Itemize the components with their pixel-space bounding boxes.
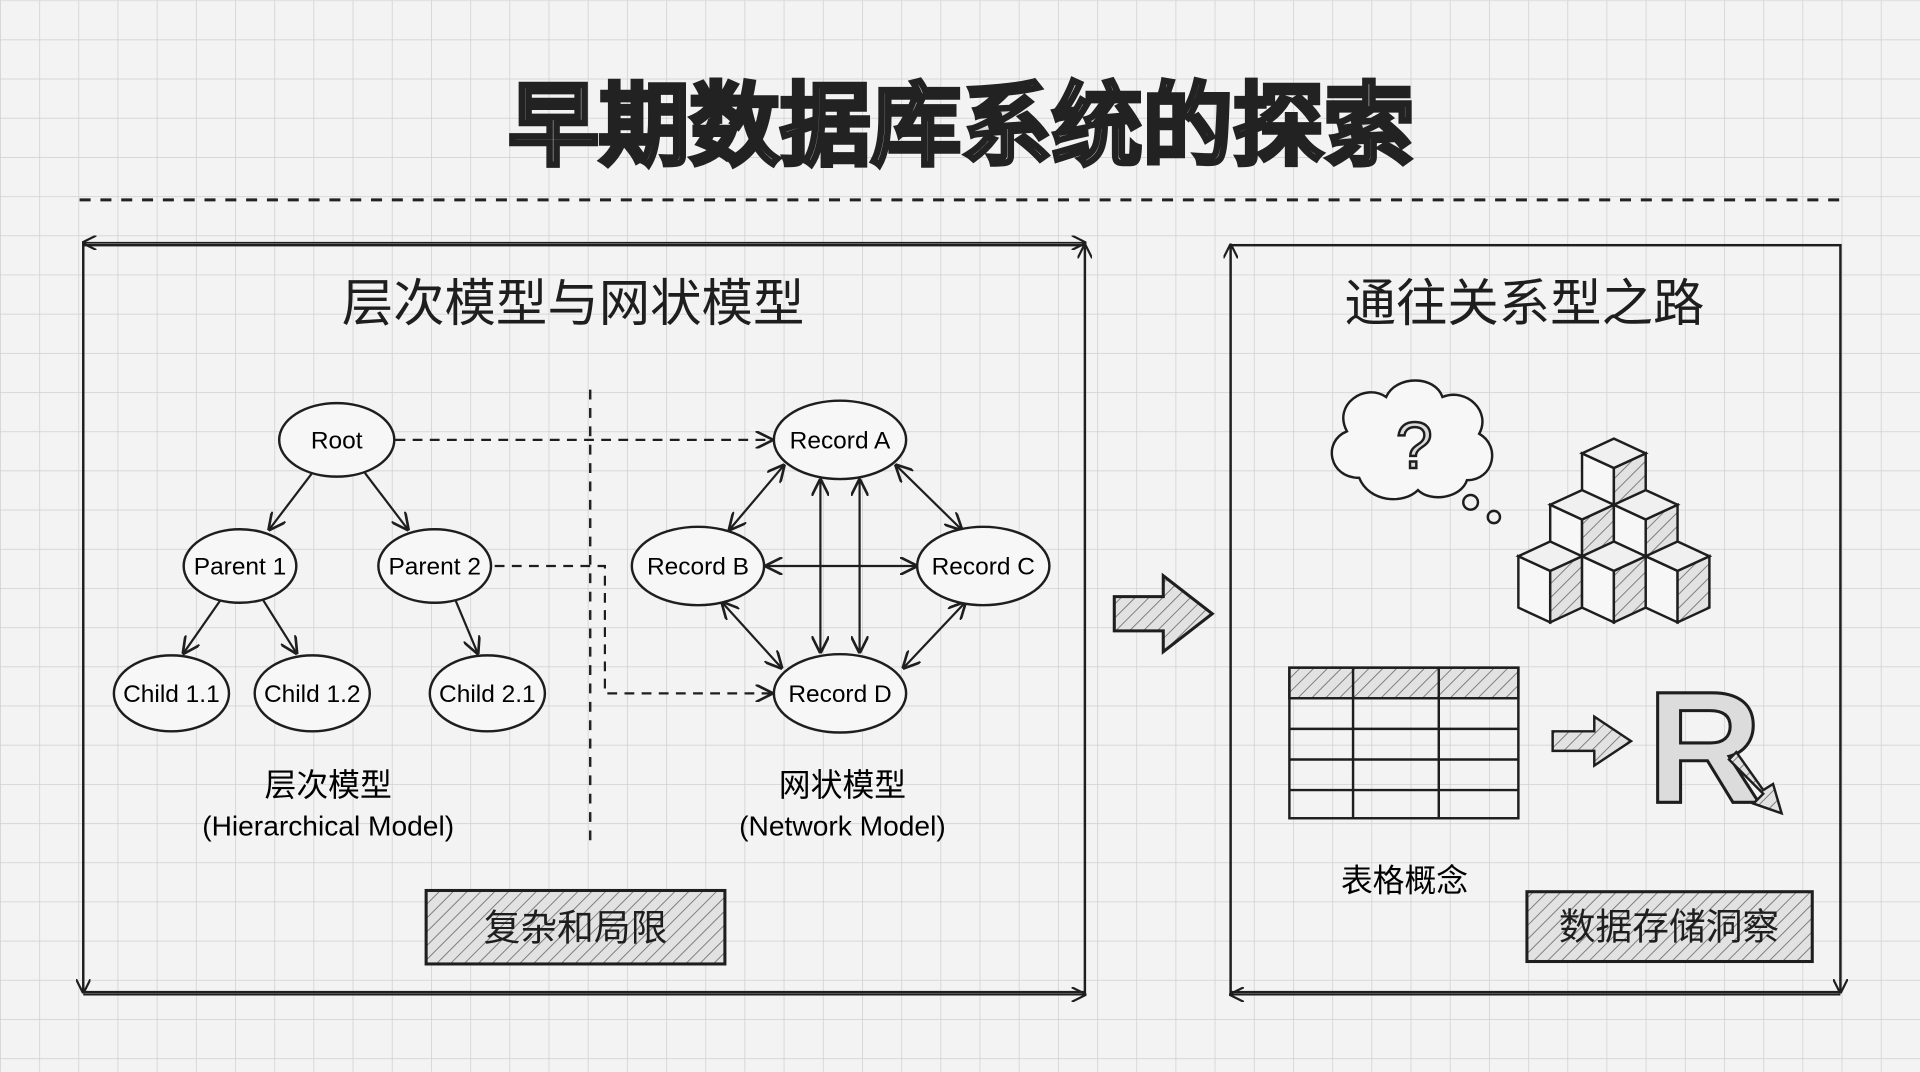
svg-text:Record D: Record D — [788, 681, 891, 708]
svg-text:复杂和局限: 复杂和局限 — [484, 907, 668, 950]
table-concept-label: 表格概念 — [1341, 862, 1468, 900]
cube-icon — [1515, 540, 1585, 625]
network-label-cn: 网状模型 — [779, 766, 906, 804]
svg-text:?: ? — [1396, 409, 1433, 483]
node-record-c: Record C — [915, 525, 1051, 607]
node-record-d: Record D — [772, 652, 908, 734]
complexity-badge: 复杂和局限 — [424, 888, 727, 966]
relational-r-icon: R — [1645, 657, 1784, 838]
left-panel-heading: 层次模型与网状模型 — [342, 274, 805, 334]
edge-root-parent1 — [269, 472, 314, 529]
edge-parent1-child11 — [184, 599, 222, 653]
hierarchical-label-cn: 层次模型 — [264, 766, 391, 804]
node-record-a: Record A — [772, 399, 908, 481]
node-record-b: Record B — [630, 525, 766, 607]
node-parent-2: Parent 2 — [377, 528, 493, 604]
cube-pyramid-icon — [1515, 437, 1713, 625]
cube-icon — [1642, 540, 1713, 625]
svg-text:数据存储洞察: 数据存储洞察 — [1559, 905, 1779, 948]
svg-text:Root: Root — [311, 427, 363, 454]
table-concept-icon — [1288, 666, 1520, 820]
node-root: Root — [277, 401, 396, 478]
network-label-en: (Network Model) — [739, 810, 946, 841]
edge-c-d — [904, 603, 965, 668]
edge-a-b — [730, 466, 784, 530]
svg-text:Record C: Record C — [932, 554, 1035, 581]
edge-a-c — [896, 466, 961, 530]
left-panel: 层次模型与网状模型 Root Parent 1 Parent 2 — [83, 243, 1085, 995]
svg-text:Parent 2: Parent 2 — [388, 554, 480, 581]
to-relational-arrow-icon — [1551, 714, 1634, 768]
svg-text:Record A: Record A — [790, 427, 891, 454]
svg-text:Record B: Record B — [647, 554, 749, 581]
edge-parent1-child12 — [262, 599, 296, 653]
edge-parent2-child21 — [454, 599, 478, 653]
svg-text:Child 1.1: Child 1.1 — [123, 681, 220, 708]
edge-root-parent2 — [364, 472, 408, 529]
svg-text:Child 1.2: Child 1.2 — [264, 681, 361, 708]
link-parent2-recordd — [494, 564, 772, 693]
edge-b-d — [722, 603, 781, 668]
thought-cloud-icon: ? — [1330, 379, 1502, 525]
node-child-2-1: Child 2.1 — [428, 654, 547, 733]
svg-text:Parent 1: Parent 1 — [194, 554, 287, 581]
transition-arrow-icon — [1112, 572, 1215, 655]
node-child-1-2: Child 1.2 — [253, 654, 372, 733]
node-child-1-1: Child 1.1 — [112, 654, 231, 733]
right-panel: 通往关系型之路 ? R 表格概念 数据存储洞察 — [1231, 245, 1841, 994]
insight-badge: 数据存储洞察 — [1525, 890, 1814, 964]
right-panel-heading: 通往关系型之路 — [1345, 274, 1705, 334]
hierarchical-label-en: (Hierarchical Model) — [202, 810, 454, 841]
node-parent-1: Parent 1 — [182, 528, 298, 604]
cube-icon — [1579, 540, 1649, 625]
svg-text:Child 2.1: Child 2.1 — [439, 681, 536, 708]
svg-text:R: R — [1647, 658, 1762, 836]
page-title: 早期数据库系统的探索 — [508, 74, 1414, 179]
cube-icon — [1579, 437, 1649, 522]
